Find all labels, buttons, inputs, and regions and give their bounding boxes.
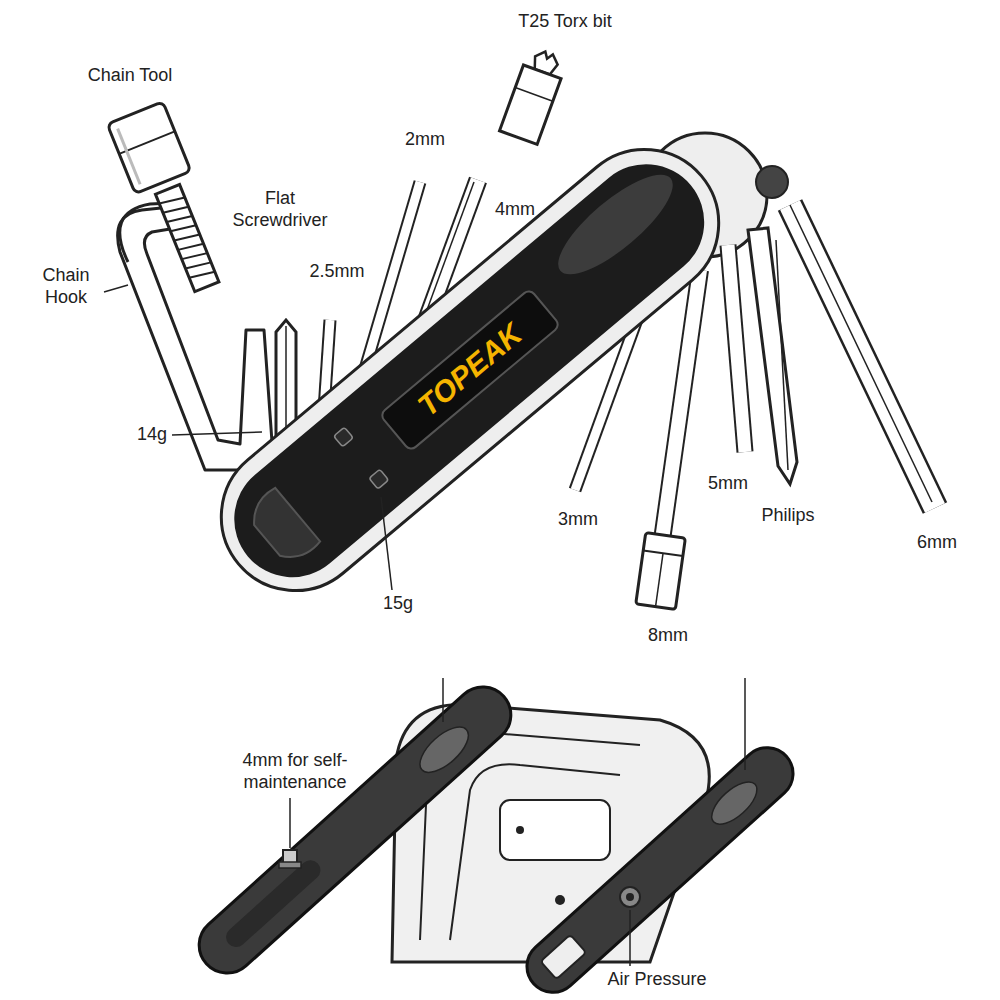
tool-body-part: [244, 487, 321, 568]
right-bits-part-part: [636, 533, 686, 610]
leader-lines: [104, 285, 392, 590]
leader-lines-bottom-part: [442, 678, 444, 722]
pivot-hub-part: [756, 166, 788, 198]
chain-tool-part-part: [167, 212, 193, 225]
part-label: 14g: [137, 424, 167, 446]
part-label: Chain Tool: [88, 65, 173, 87]
right-bits-part: [662, 270, 700, 540]
right-bits-part: [790, 205, 935, 508]
right-bits-part: [728, 245, 745, 452]
tire-lever-right-part: [540, 935, 586, 980]
leader-lines-bottom-part: [629, 910, 631, 966]
tool-body-part: [369, 469, 389, 489]
air-valve-part: [620, 887, 640, 907]
tool-body-part: [334, 427, 354, 447]
tool-body-part: [380, 289, 561, 452]
torx-bit-part: [500, 65, 562, 144]
chain-tool-part: [155, 184, 218, 291]
part-label: 15g: [383, 593, 413, 615]
part-label: 2mm: [405, 129, 445, 151]
chain-tool-part-part: [155, 184, 218, 291]
chain-tool-part-part: [185, 259, 211, 272]
right-bits-part: [748, 228, 797, 484]
chain-tool-part-part: [170, 222, 196, 235]
tire-lever-right: [516, 737, 803, 1000]
chain-tool-part-part: [178, 240, 204, 253]
right-bits-part: [728, 245, 745, 452]
chain-tool-part-part: [174, 231, 200, 244]
chain-tool-part: [118, 206, 274, 470]
part-label: T25 Torx bit: [518, 11, 612, 33]
tire-lever-right-part: [516, 737, 803, 1000]
part-label: 2.5mm: [309, 261, 364, 283]
part-label: 4mm for self-maintenance: [220, 750, 370, 793]
tire-lever-left-part: [188, 675, 523, 984]
chain-tool-part-part: [118, 129, 140, 185]
part-label: Air Pressure: [607, 969, 706, 991]
tire-lever-left-part: [413, 719, 476, 780]
folded-tool-part: [500, 800, 610, 860]
tool-body-part: [545, 160, 686, 289]
right-bits-part: [636, 533, 686, 610]
right-bits-part-part: [656, 553, 664, 606]
folded-tool-part: [516, 826, 524, 834]
chain-tool-part-part: [189, 268, 215, 281]
tire-lever-left: [188, 675, 523, 984]
chain-tool-part-part: [163, 203, 189, 216]
leader-lines-bottom-part: [289, 798, 291, 848]
chain-tool: [107, 102, 274, 470]
torx-bit: [500, 46, 568, 144]
chain-tool-part-part: [107, 102, 191, 194]
folded-tool-part: [555, 895, 565, 905]
leader-lines-part: [104, 285, 128, 292]
bolt-4mm-part: [279, 862, 301, 868]
tool-body-part: [211, 140, 728, 600]
part-label: 3mm: [558, 509, 598, 531]
chain-tool-part-part: [159, 194, 185, 207]
tool-body: [191, 119, 749, 621]
leader-lines-part: [172, 432, 262, 435]
air-valve-part: [626, 893, 634, 901]
part-label: Chain Hook: [31, 265, 101, 308]
leader-lines-bottom-part: [744, 678, 746, 770]
leader-lines-bottom: [290, 678, 745, 966]
right-bits-part: [776, 240, 788, 470]
torx-bit-part: [515, 88, 553, 102]
tire-lever-right-part: [705, 775, 764, 832]
part-label: 5mm: [708, 473, 748, 495]
right-bits-part: [790, 205, 935, 508]
part-label: Philips: [761, 505, 814, 527]
chain-tool-part-part: [182, 249, 208, 262]
tire-lever-left-part: [222, 856, 325, 951]
part-label: 6mm: [917, 532, 957, 554]
right-bits-part: [662, 270, 700, 540]
bolt-4mm: [279, 850, 301, 868]
part-label: 8mm: [648, 625, 688, 647]
leader-lines-part: [381, 497, 392, 590]
right-bits-part: [790, 205, 932, 502]
part-label: 4mm: [495, 199, 535, 221]
air-valve: [620, 887, 640, 907]
chain-tool-part: [107, 102, 191, 194]
part-label: Flat Screwdriver: [225, 188, 335, 231]
tool-body-part: [191, 119, 749, 621]
